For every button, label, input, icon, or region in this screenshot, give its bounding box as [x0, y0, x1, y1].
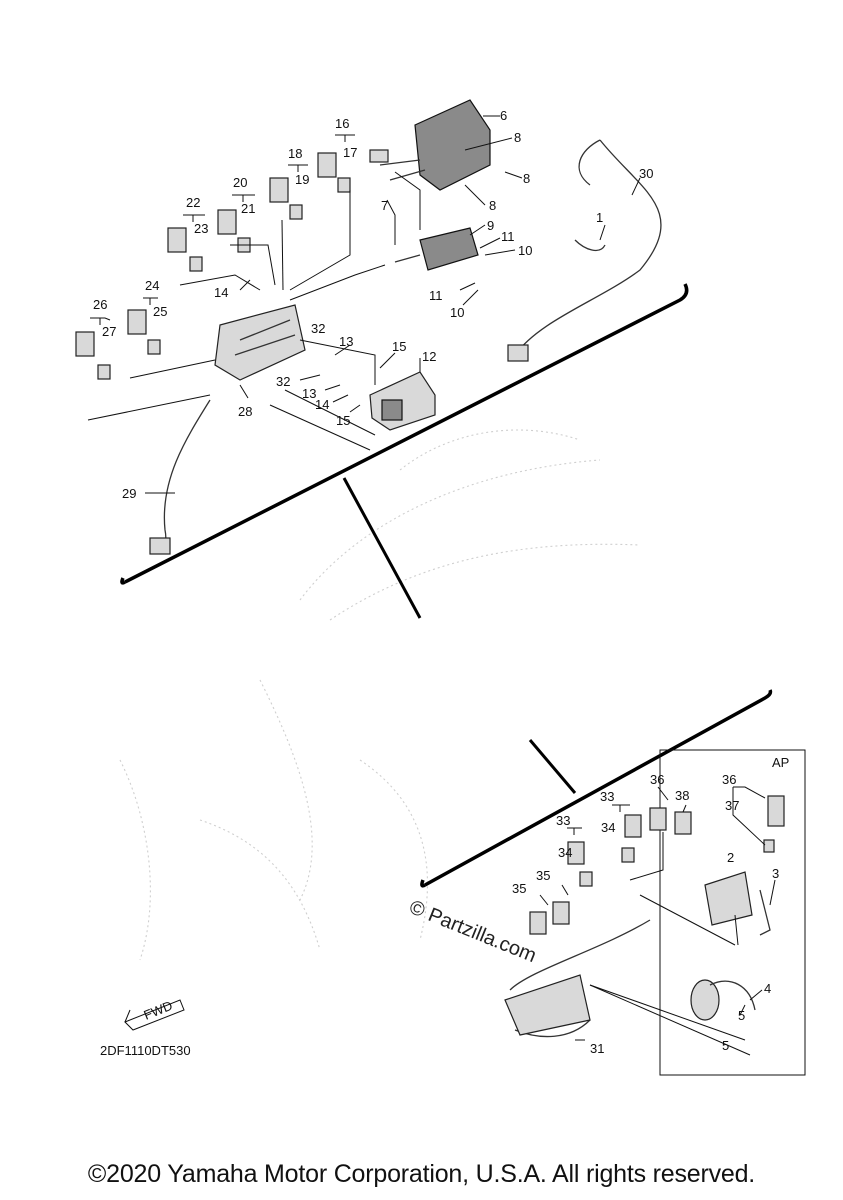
callout-3: 3 [772, 866, 779, 881]
callout-8a: 8 [514, 130, 521, 145]
upper-detail-divider [124, 283, 689, 584]
fwd-label: FWD [142, 998, 175, 1023]
callout-13a: 13 [339, 334, 353, 349]
callout-9: 9 [487, 218, 494, 233]
drawing-code: 2DF1110DT530 [100, 1043, 191, 1058]
callout-32a: 32 [311, 321, 325, 336]
coil-unit [394, 227, 479, 271]
callout-8b: 8 [523, 171, 530, 186]
callout-13b: 13 [302, 386, 316, 401]
fwd-arrow: FWD [124, 998, 185, 1031]
pointer-line-upper [342, 477, 422, 619]
callout-25: 25 [153, 304, 167, 319]
callout-35b: 35 [536, 868, 550, 883]
ap-bracket-2 [704, 871, 753, 926]
leader-lines [87, 115, 776, 1056]
ap-sensor-4 [690, 979, 756, 1021]
ap-option-box [659, 749, 806, 1076]
callout-27: 27 [102, 324, 116, 339]
callout-30: 30 [639, 166, 653, 181]
callout-29: 29 [122, 486, 136, 501]
callout-15a: 15 [392, 339, 406, 354]
callout-19: 19 [295, 172, 309, 187]
lower-connectors [529, 795, 785, 935]
partzilla-watermark: © Partzilla.com [406, 896, 539, 967]
callout-34a: 34 [558, 845, 572, 860]
callout-20: 20 [233, 175, 247, 190]
harness-29-plug [149, 537, 171, 555]
callout-1: 1 [596, 210, 603, 225]
callout-34b: 34 [601, 820, 615, 835]
callout-10a: 10 [518, 243, 532, 258]
callout-22: 22 [186, 195, 200, 210]
callout-28: 28 [238, 404, 252, 419]
connector-cluster [214, 304, 306, 381]
ap-box-label: AP [772, 755, 789, 770]
upper-detail-divider-cap [120, 577, 126, 585]
callout-11b: 11 [429, 288, 443, 303]
callout-6: 6 [500, 108, 507, 123]
callout-5a: 5 [738, 1008, 745, 1023]
callout-26: 26 [93, 297, 107, 312]
relay-block [369, 371, 436, 431]
ignition-coil-assembly [369, 99, 491, 191]
callout-37: 37 [725, 798, 739, 813]
harness-31 [504, 919, 651, 1038]
harness-30-branch [578, 139, 601, 186]
callout-2: 2 [727, 850, 734, 865]
callout-21: 21 [241, 201, 255, 216]
callout-10b: 10 [450, 305, 464, 320]
lower-detail-divider [424, 689, 773, 887]
small-connectors [75, 152, 351, 380]
callout-35a: 35 [512, 881, 526, 896]
callout-33a: 33 [556, 813, 570, 828]
band-1 [574, 239, 606, 252]
callout-18: 18 [288, 146, 302, 161]
callout-24: 24 [145, 278, 159, 293]
callout-23: 23 [194, 221, 208, 236]
callout-33b: 33 [600, 789, 614, 804]
callout-14a: 14 [214, 285, 228, 300]
ghost-frame-outline [119, 429, 641, 961]
callout-31: 31 [590, 1041, 604, 1056]
callout-11a: 11 [501, 229, 515, 244]
callout-7: 7 [381, 198, 388, 213]
callout-14b: 14 [315, 397, 329, 412]
harness-30 [514, 139, 662, 356]
harness-29 [149, 399, 211, 550]
callout-38: 38 [675, 788, 689, 803]
callout-32b: 32 [276, 374, 290, 389]
ap-clip-3 [759, 889, 771, 936]
callout-16: 16 [335, 116, 349, 131]
callout-36b: 36 [722, 772, 736, 787]
callout-17: 17 [343, 145, 357, 160]
pointer-line-lower [528, 739, 577, 794]
lower-detail-divider-cap [420, 879, 426, 888]
callout-8c: 8 [489, 198, 496, 213]
callout-5b: 5 [722, 1038, 729, 1053]
callout-36a: 36 [650, 772, 664, 787]
callout-4: 4 [764, 981, 771, 996]
harness-30-plug [507, 344, 529, 362]
copyright-notice: ©2020 Yamaha Motor Corporation, U.S.A. A… [87, 1160, 756, 1188]
callout-15b: 15 [336, 413, 350, 428]
callout-12: 12 [422, 349, 436, 364]
callout-labels: 1 2 3 4 5 5 6 7 8 8 8 9 10 10 11 11 12 1… [93, 108, 779, 1056]
